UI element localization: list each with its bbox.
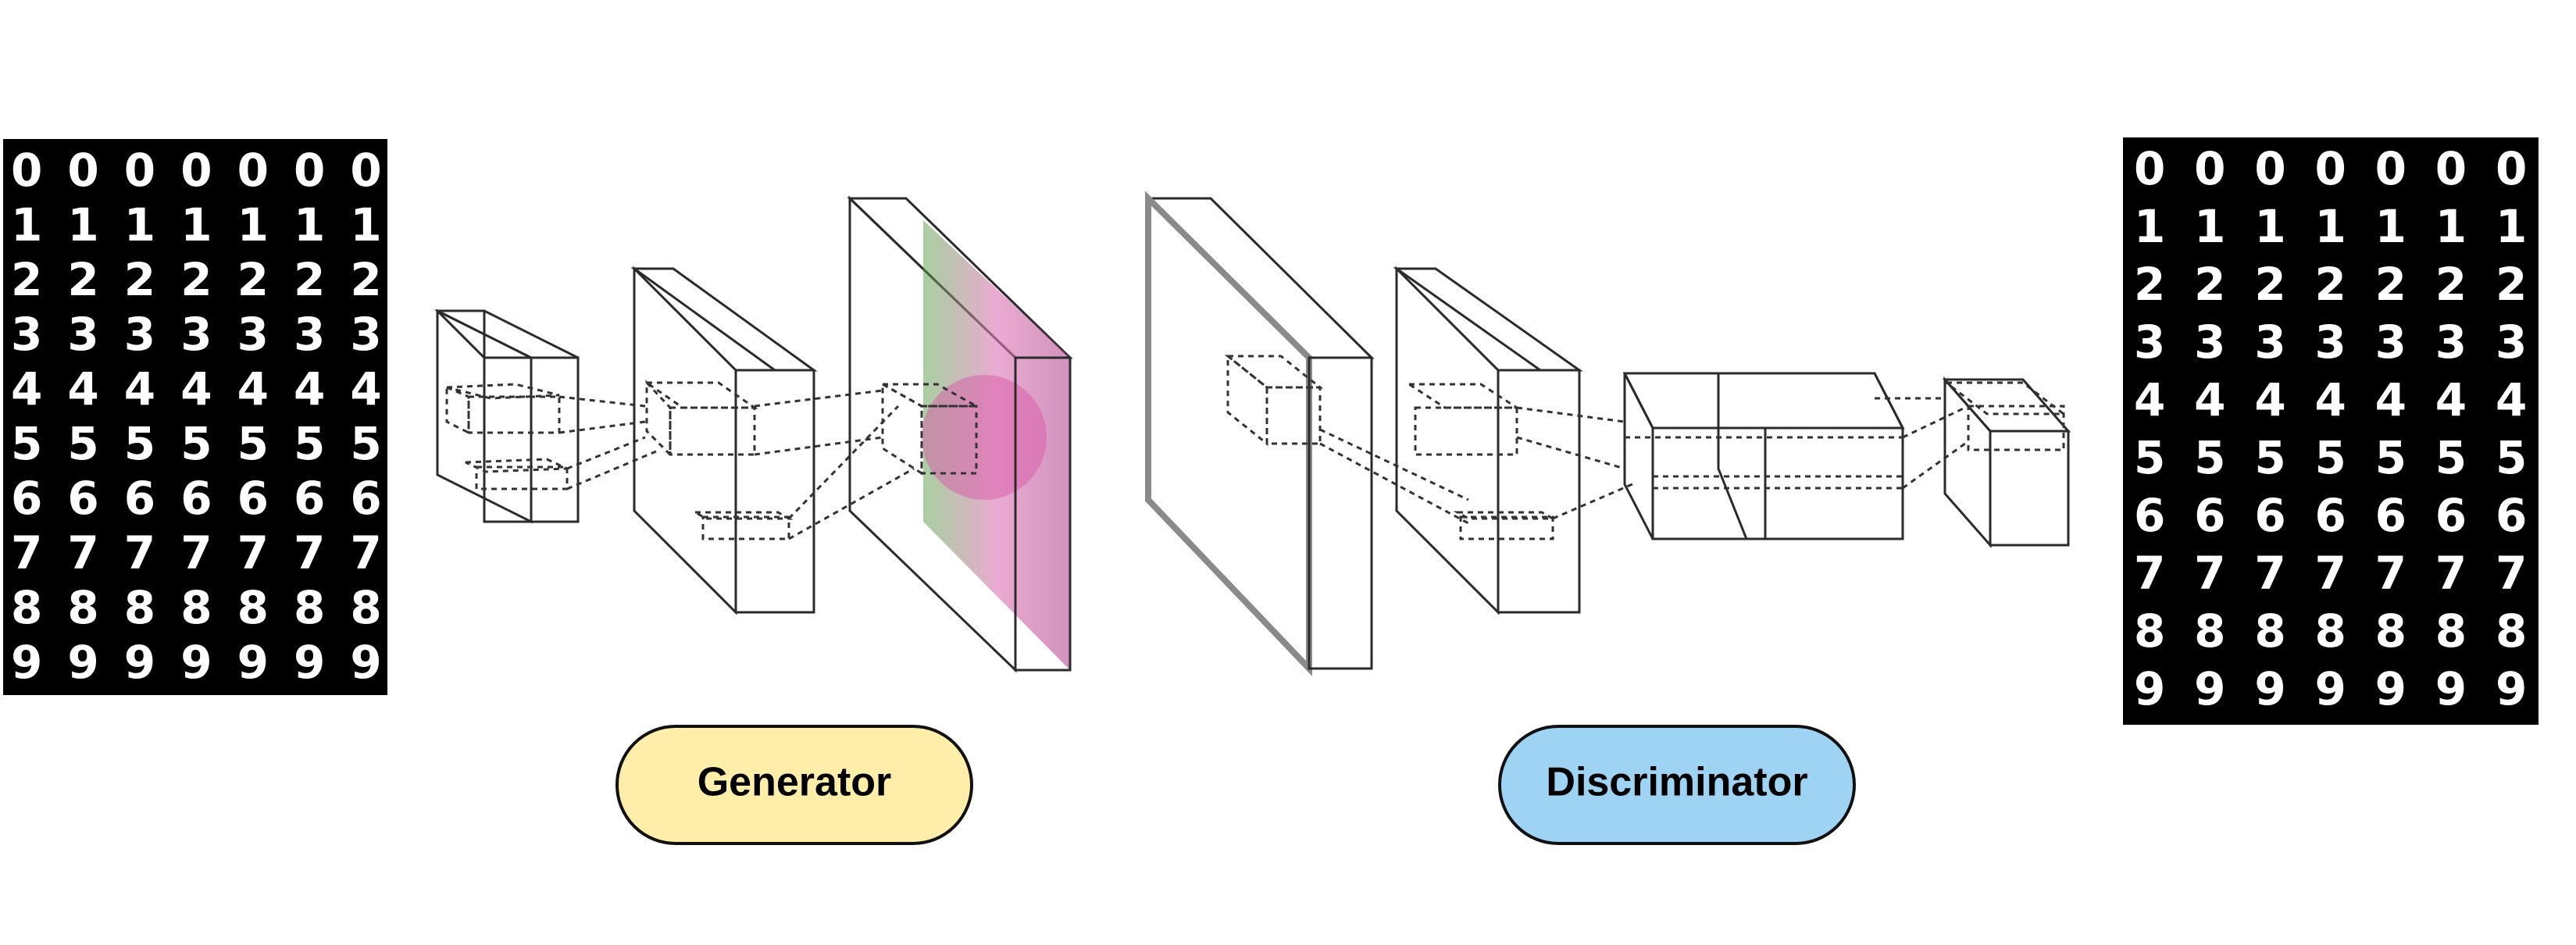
digit-row: 8888888: [2134, 604, 2556, 658]
kernel-box: [1404, 383, 1522, 456]
digit-row: 0000000: [2134, 142, 2556, 195]
real-image-plane: [1147, 195, 1311, 672]
kernel-box: [643, 380, 758, 458]
digit-grid-background: [2123, 137, 2539, 725]
connector-lines: [1875, 397, 1969, 490]
digit-row: 0000000: [11, 144, 407, 197]
digit-row: 1111111: [2134, 200, 2556, 253]
kernel-box: [1943, 381, 2068, 451]
kernel-box: [445, 383, 561, 435]
digit-row: 6666666: [11, 472, 407, 525]
connector-lines: [558, 395, 657, 490]
digit-row: 7777777: [2134, 547, 2556, 600]
feature-map-blue-front: [1764, 426, 1904, 540]
kernel-box: [1224, 353, 1324, 447]
discriminator-input-layer: [1145, 191, 1375, 676]
kernel-box: [878, 382, 981, 476]
digit-row: 1111111: [11, 198, 407, 251]
digit-row: 2222222: [2134, 258, 2556, 311]
kernel-box: [690, 511, 794, 540]
generator-label: Generator: [615, 725, 973, 845]
digit-grid-rows: 0000000111111122222223333333444444455555…: [2134, 142, 2556, 715]
discriminator-label-text: Discriminator: [1546, 760, 1807, 805]
digit-grid-background: [3, 139, 387, 695]
input-digit-grid: 0000000111111122222223333333444444455555…: [3, 139, 407, 695]
digit-row: 3333333: [11, 308, 407, 361]
digit-row: 9999999: [11, 636, 407, 689]
discriminator-label: Discriminator: [1498, 725, 1856, 845]
generator-pill: [615, 725, 973, 845]
discriminator-layer-2: [1393, 266, 1583, 615]
digit-row: 4444444: [11, 362, 407, 415]
digit-row: 3333333: [2134, 316, 2556, 369]
discriminator-pill: [1498, 725, 1856, 845]
digit-row: 8888888: [11, 581, 407, 634]
discriminator-layer-3: [1622, 372, 1905, 540]
kernel-box: [1453, 511, 1557, 540]
generator-layer-1: [434, 308, 580, 524]
digit-row: 7777777: [11, 526, 407, 579]
generator-label-text: Generator: [698, 760, 892, 805]
generator-layer-2: [630, 266, 818, 615]
kernel-box: [465, 458, 569, 490]
digit-grid-rows: 0000000111111122222223333333444444455555…: [11, 144, 407, 689]
feature-map-green: [1623, 373, 1654, 540]
output-digit-grid: 0000000111111122222223333333444444455555…: [2123, 137, 2556, 725]
digit-row: 5555555: [11, 417, 407, 470]
digit-row: 4444444: [2134, 373, 2556, 426]
generator-layer-3: [847, 195, 1073, 673]
discriminator-output-layer: [1942, 376, 2071, 548]
digit-row: 9999999: [2134, 662, 2556, 715]
connector-lines: [1319, 428, 1469, 525]
digit-row: 5555555: [2134, 431, 2556, 484]
connector-lines: [754, 389, 915, 540]
digit-row: 6666666: [2134, 489, 2556, 542]
digit-row: 2222222: [11, 253, 407, 306]
connector-lines: [1516, 406, 1633, 520]
